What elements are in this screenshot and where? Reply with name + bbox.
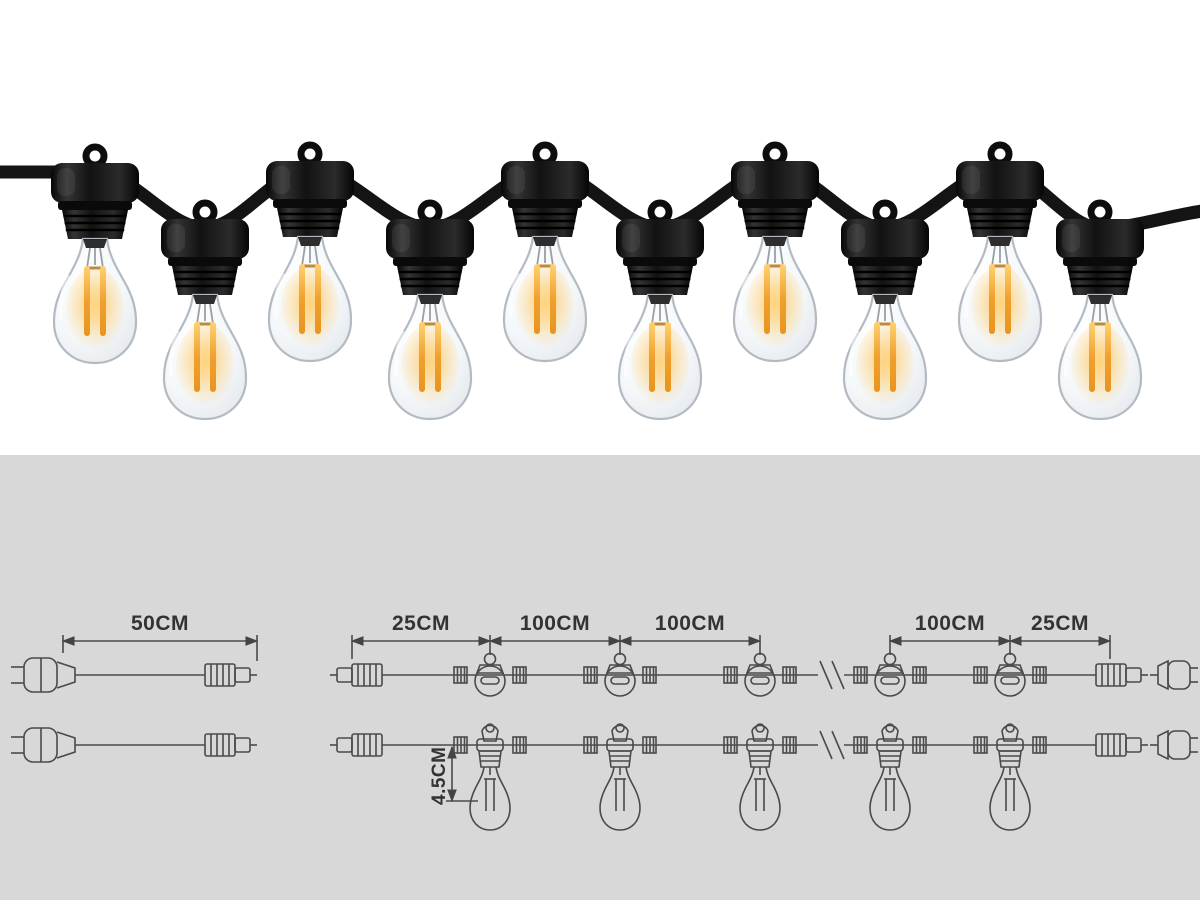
dim-label-25cm-left: 25CM bbox=[392, 612, 450, 635]
break-mark bbox=[831, 730, 845, 760]
string-light-lamp bbox=[501, 145, 589, 361]
dim-label-50cm: 50CM bbox=[131, 612, 189, 635]
string-light-lamp bbox=[616, 203, 704, 419]
dim-label-100cm-3: 100CM bbox=[915, 612, 985, 635]
string-light-lamp bbox=[51, 147, 139, 363]
break-mark bbox=[819, 660, 833, 690]
dimension-plug-lead bbox=[61, 635, 259, 661]
string-light-lamp bbox=[266, 145, 354, 361]
break-mark bbox=[831, 660, 845, 690]
dim-label-25cm-right: 25CM bbox=[1031, 612, 1089, 635]
string-light-lamp bbox=[1056, 203, 1144, 419]
diagram-background bbox=[0, 455, 1200, 900]
dim-label-100cm-2: 100CM bbox=[655, 612, 725, 635]
dim-label-100cm-1: 100CM bbox=[520, 612, 590, 635]
string-top-view bbox=[329, 652, 1199, 697]
string-side-view bbox=[329, 723, 1199, 831]
dim-label-4-5cm: 4.5CM bbox=[429, 747, 450, 805]
string-light-lamp bbox=[731, 145, 819, 361]
power-plug-drawing bbox=[10, 657, 258, 693]
dimension-socket-drop bbox=[446, 745, 478, 803]
string-light-lamp bbox=[161, 203, 249, 419]
string-light-lamp bbox=[841, 203, 929, 419]
string-light-lamp bbox=[956, 145, 1044, 361]
dimension-diagram: 50CM 25CM 100CM 100CM 100CM 25CM 4.5CM bbox=[0, 455, 1200, 900]
string-lights-photo bbox=[0, 0, 1200, 455]
break-mark bbox=[819, 730, 833, 760]
string-light-lamp bbox=[386, 203, 474, 419]
dimension-spacings bbox=[350, 635, 1112, 659]
power-plug-drawing bbox=[10, 727, 258, 763]
